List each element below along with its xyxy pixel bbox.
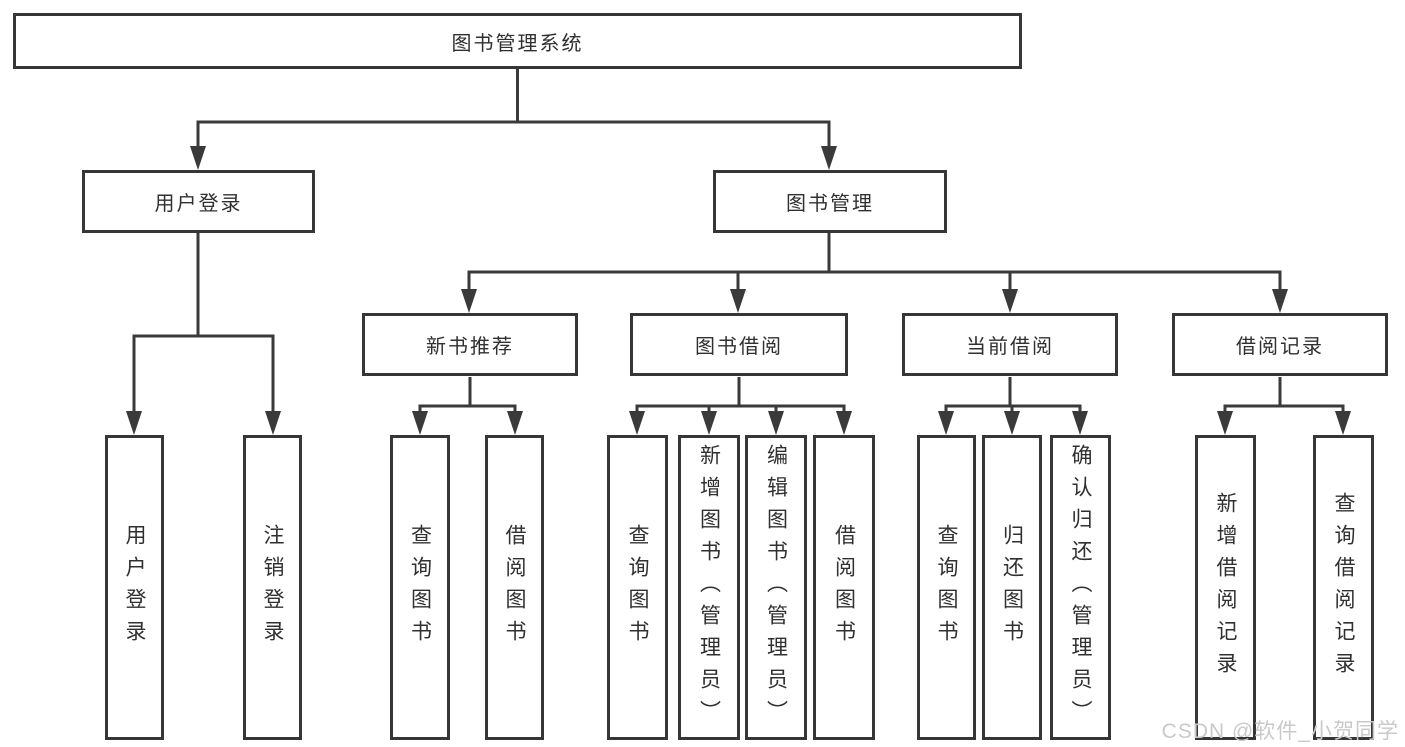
node-library-management-system: 图书管理系统 bbox=[13, 13, 1022, 69]
node-book-borrow: 图书借阅 bbox=[630, 313, 848, 376]
leaf-borrow-books-recommend: 借阅图书 bbox=[485, 435, 544, 740]
node-user-login: 用户登录 bbox=[82, 170, 315, 233]
watermark: CSDN @软件_小贺同学 bbox=[1161, 720, 1399, 743]
leaf-query-books-current: 查询图书 bbox=[917, 435, 976, 740]
leaf-logout: 注销登录 bbox=[243, 435, 302, 740]
node-new-book-recommend: 新书推荐 bbox=[362, 313, 578, 376]
leaf-return-books: 归还图书 bbox=[982, 435, 1042, 740]
leaf-borrow-books: 借阅图书 bbox=[813, 435, 875, 740]
leaf-query-borrow-record: 查询借阅记录 bbox=[1313, 435, 1374, 740]
leaf-user-login: 用户登录 bbox=[105, 435, 164, 740]
leaf-add-borrow-record: 新增借阅记录 bbox=[1195, 435, 1256, 740]
leaf-edit-books-admin: 编辑图书（管理员） bbox=[745, 435, 807, 740]
node-book-management: 图书管理 bbox=[713, 170, 947, 233]
leaf-add-books-admin: 新增图书（管理员） bbox=[678, 435, 740, 740]
leaf-query-books-borrow: 查询图书 bbox=[607, 435, 668, 740]
node-borrow-records: 借阅记录 bbox=[1172, 313, 1388, 376]
node-current-borrow: 当前借阅 bbox=[902, 313, 1118, 376]
leaf-query-books-recommend: 查询图书 bbox=[390, 435, 450, 740]
leaf-confirm-return-admin: 确认归还（管理员） bbox=[1050, 435, 1111, 740]
